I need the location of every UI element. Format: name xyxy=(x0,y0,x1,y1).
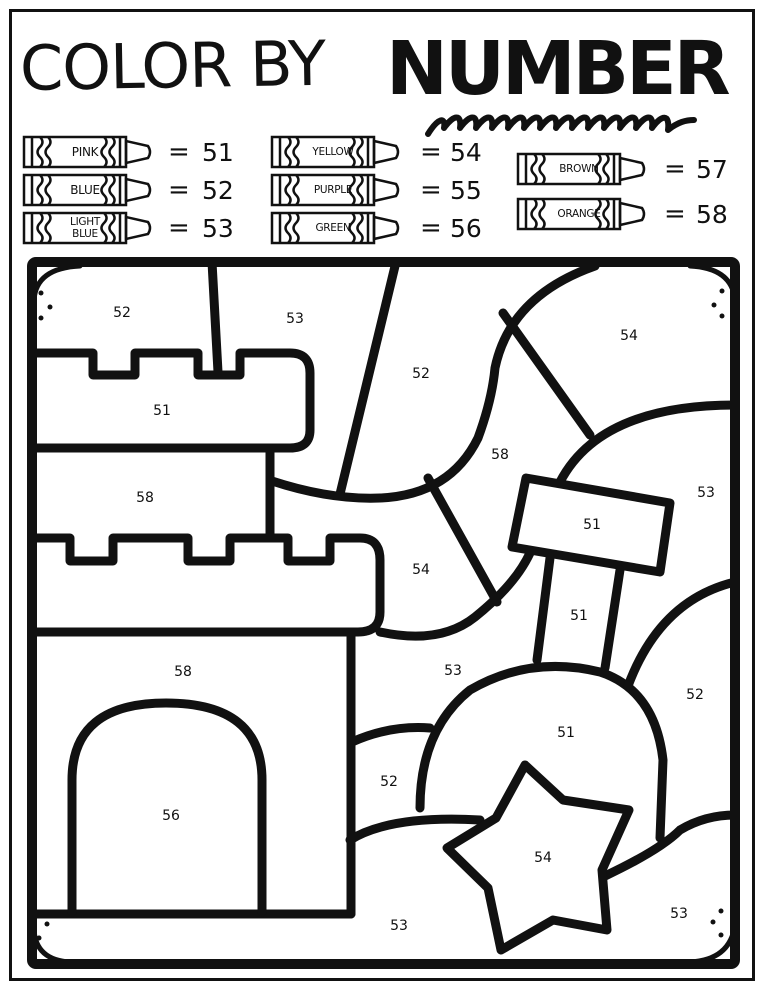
crayon-icon: LIGHT BLUE xyxy=(22,211,155,245)
region-label: 54 xyxy=(620,328,638,344)
region-label: 58 xyxy=(174,664,192,680)
legend-number: 57 xyxy=(696,154,728,184)
equals-sign: = xyxy=(168,175,190,205)
equals-sign: = xyxy=(420,175,442,205)
crayon-icon: GREEN xyxy=(270,211,403,245)
equals-sign: = xyxy=(664,199,686,229)
crayon-icon: ORANGE xyxy=(516,197,649,231)
crayon-label: GREEN xyxy=(315,222,351,234)
region-label: 54 xyxy=(412,562,430,578)
corner-dots-decoration xyxy=(36,288,725,941)
region-label: 51 xyxy=(557,725,575,741)
region-label: 51 xyxy=(153,403,171,419)
region-label: 52 xyxy=(380,774,398,790)
region-label: 53 xyxy=(670,906,688,922)
legend-item-pink: PINK = 51 xyxy=(22,135,234,169)
crayon-label: BLUE xyxy=(70,183,100,197)
region-label: 58 xyxy=(491,447,509,463)
legend-number: 56 xyxy=(450,213,482,243)
region-label: 52 xyxy=(412,366,430,382)
legend-item-yellow: YELLOW = 54 xyxy=(270,135,482,169)
region-label: 54 xyxy=(534,850,552,866)
legend-number: 54 xyxy=(450,137,482,167)
equals-sign: = xyxy=(168,213,190,243)
legend-item-purple: PURPLE = 55 xyxy=(270,173,482,207)
region-label: 53 xyxy=(444,663,462,679)
equals-sign: = xyxy=(664,154,686,184)
crayon-label: YELLOW xyxy=(312,146,354,158)
crayon-icon: PURPLE xyxy=(270,173,403,207)
region-label: 52 xyxy=(686,687,704,703)
equals-sign: = xyxy=(168,137,190,167)
region-label: 52 xyxy=(113,305,131,321)
legend-item-light-blue: LIGHT BLUE = 53 xyxy=(22,211,234,245)
crayon-icon: YELLOW xyxy=(270,135,403,169)
legend-item-green: GREEN = 56 xyxy=(270,211,482,245)
legend-item-blue: BLUE = 52 xyxy=(22,173,234,207)
title-number: NUMBER xyxy=(386,26,731,112)
region-label: 53 xyxy=(697,485,715,501)
crayon-icon: BROWN xyxy=(516,152,649,186)
equals-sign: = xyxy=(420,213,442,243)
region-label: 51 xyxy=(570,608,588,624)
crayon-label: PINK xyxy=(71,145,99,159)
legend-item-brown: BROWN = 57 xyxy=(516,152,728,186)
legend-number: 58 xyxy=(696,199,728,229)
crayon-label: LIGHT BLUE xyxy=(70,216,100,240)
region-label: 53 xyxy=(390,918,408,934)
legend-number: 52 xyxy=(202,175,234,205)
squiggle-underline-icon xyxy=(425,114,697,137)
legend-item-orange: ORANGE = 58 xyxy=(516,197,728,231)
crayon-label: PURPLE xyxy=(313,184,353,196)
crayon-label: BROWN xyxy=(559,163,599,175)
equals-sign: = xyxy=(420,137,442,167)
region-label: 58 xyxy=(136,490,154,506)
crayon-icon: BLUE xyxy=(22,173,155,207)
crayon-icon: PINK xyxy=(22,135,155,169)
region-label: 51 xyxy=(583,517,601,533)
region-label: 53 xyxy=(286,311,304,327)
region-label: 56 xyxy=(162,808,180,824)
legend-number: 55 xyxy=(450,175,482,205)
crayon-label: ORANGE xyxy=(557,208,601,220)
legend-number: 53 xyxy=(202,213,234,243)
page-border xyxy=(9,9,755,981)
legend-number: 51 xyxy=(202,137,234,167)
